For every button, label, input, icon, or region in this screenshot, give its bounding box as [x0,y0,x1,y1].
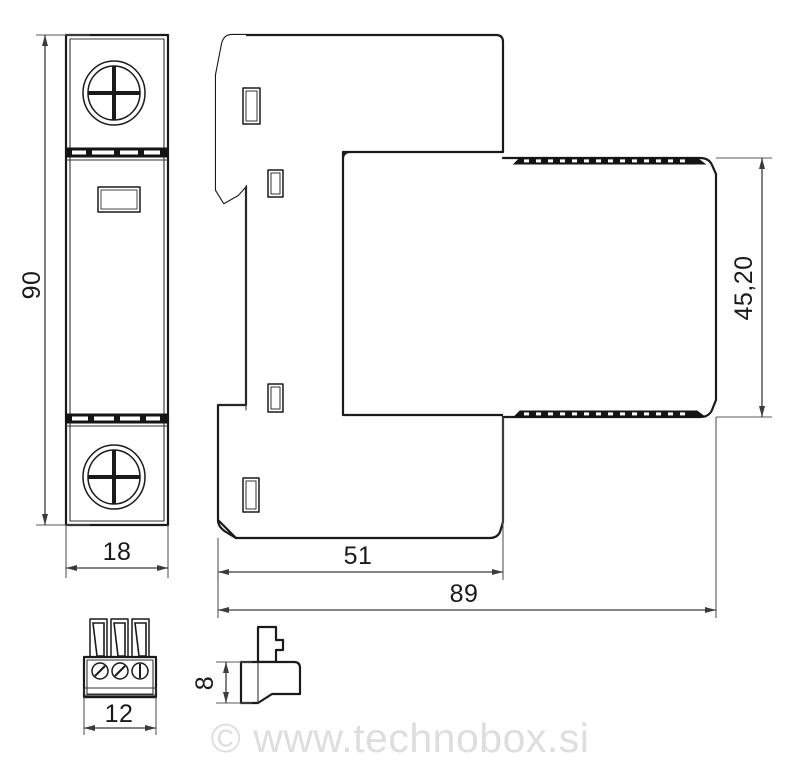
front-upper-separator [65,147,169,161]
rear-block-bottom-band [512,410,707,418]
dimension-label-foot-height: 8 [191,676,219,690]
front-view-group [64,33,170,527]
status-window-icon [97,186,141,213]
screw-terminal-top-icon [82,60,146,126]
connector-screws [91,662,149,680]
front-lower-separator [65,413,169,427]
dimension-height-90 [36,34,90,526]
dimension-label-total-depth: 89 [450,580,479,608]
dimension-depth-89 [217,417,717,618]
dimension-foot-8 [216,661,252,704]
mounting-foot-detail-group [239,625,302,705]
watermark: © www.technobox.si [211,715,590,761]
side-view-group [214,33,718,540]
vent-slot-group [242,87,284,513]
dimension-connector-12 [83,697,157,735]
dimension-label-width: 18 [103,538,132,566]
foot-stem [256,625,285,664]
dimension-label-height: 90 [18,271,46,300]
rear-block-top-band [512,157,707,165]
connector-detail-group [82,618,158,699]
dimension-label-connector-width: 12 [105,700,134,728]
dimension-label-body-depth: 45,20 [730,255,758,320]
front-body-inner-line [69,38,165,522]
side-rear-block-profile [501,156,718,419]
connector-pins [89,618,150,660]
dimension-width-18 [65,525,169,578]
dimension-label-housing-depth: 51 [344,542,373,570]
foot-body [239,660,302,705]
screw-terminal-bottom-icon [82,444,146,510]
dimension-depth-4520 [716,157,772,418]
